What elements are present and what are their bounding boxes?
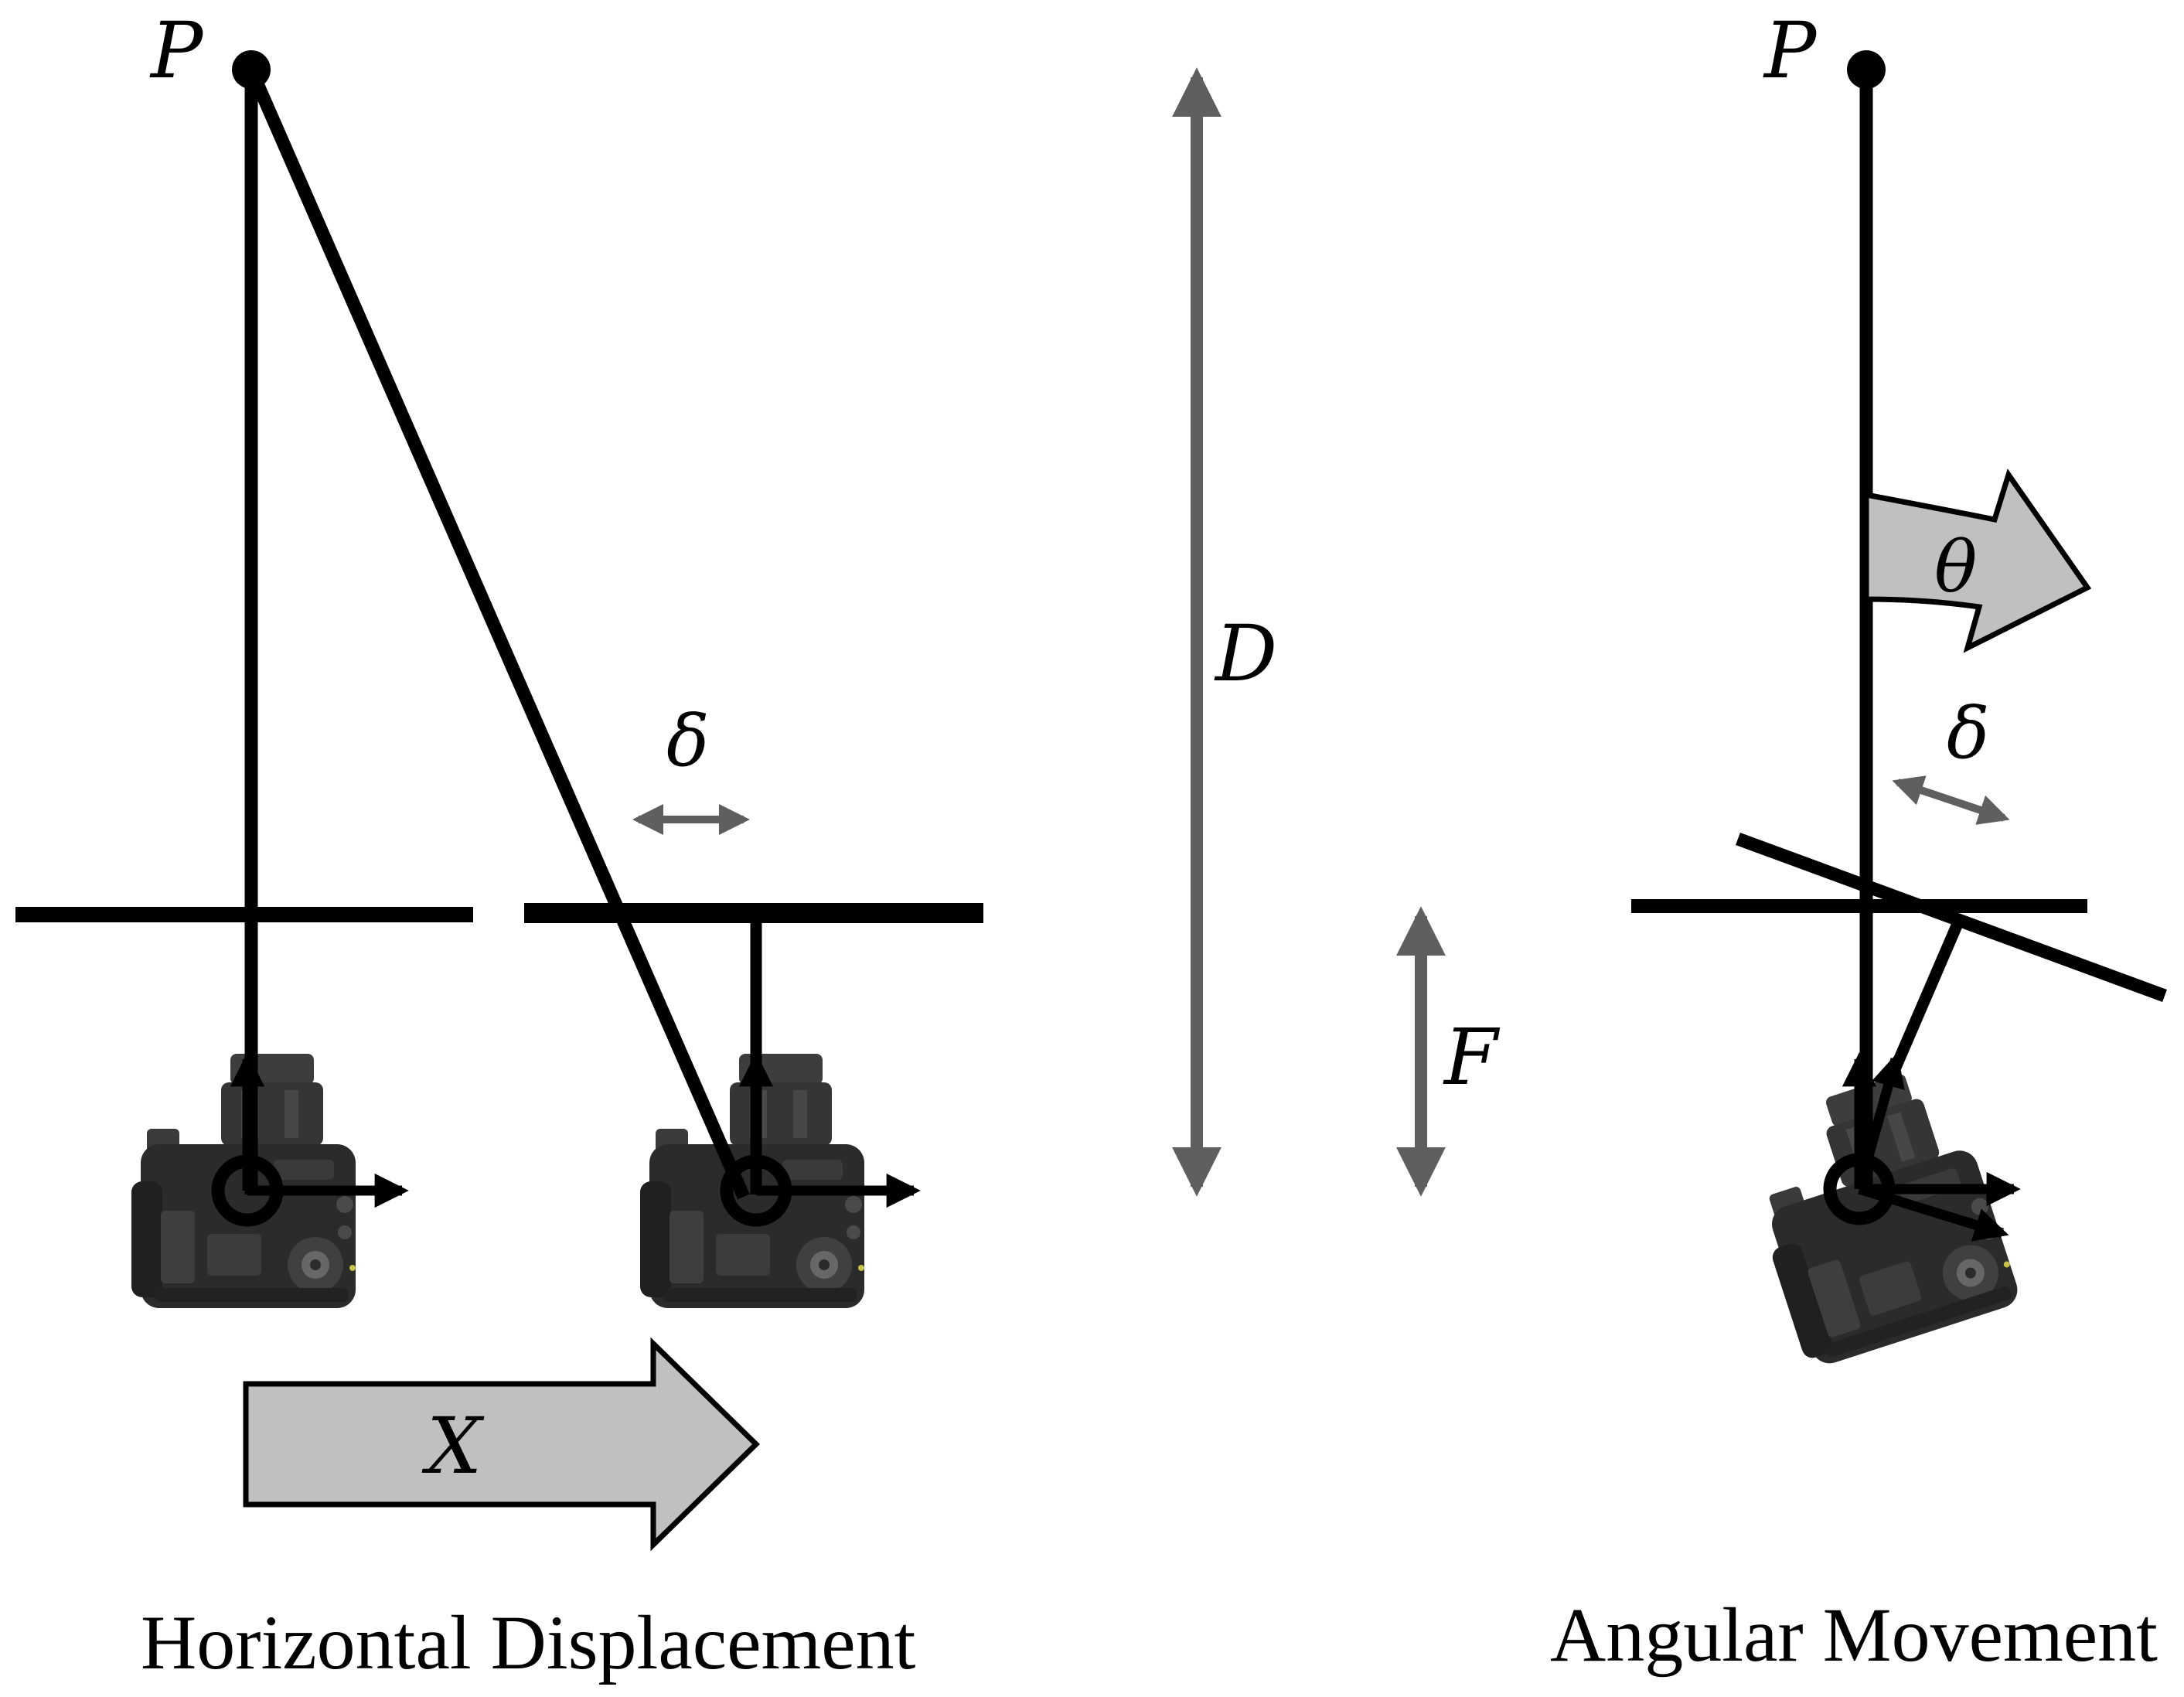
point-p-label: P [1763, 5, 1818, 96]
horizontal-displacement-caption: Horizontal Displacement [141, 1600, 916, 1685]
point-p [232, 50, 271, 89]
displacement-motion-arrow [243, 1337, 761, 1552]
angular-movement-panel [1631, 50, 2167, 1372]
displacement-label: X [421, 1401, 485, 1491]
image-shift-arrow [1892, 775, 2010, 825]
angular-movement-caption: Angular Movement [1550, 1592, 2158, 1678]
ray-rotated-optical-axis [1887, 922, 1963, 1077]
horizontal-displacement-panel [15, 50, 983, 1552]
distance-label: D [1214, 608, 1277, 699]
image-shift-label: δ [1947, 692, 1989, 775]
focal-length-label: F [1443, 1012, 1501, 1102]
image-plane-rotated [1736, 833, 2167, 1002]
dimensions [1172, 67, 1446, 1197]
ray-from-point-to-displaced-camera [245, 66, 750, 1200]
rotation-angle-label: θ [1934, 526, 1977, 608]
axis-up-arrow-rotated [1854, 1052, 1905, 1191]
point-p [1847, 50, 1886, 89]
axis-right-arrow-rotated [1858, 1184, 2009, 1242]
image-shift-label: δ [666, 700, 709, 782]
point-p-label: P [149, 5, 204, 96]
rotation-motion-arrow [1863, 469, 2092, 653]
